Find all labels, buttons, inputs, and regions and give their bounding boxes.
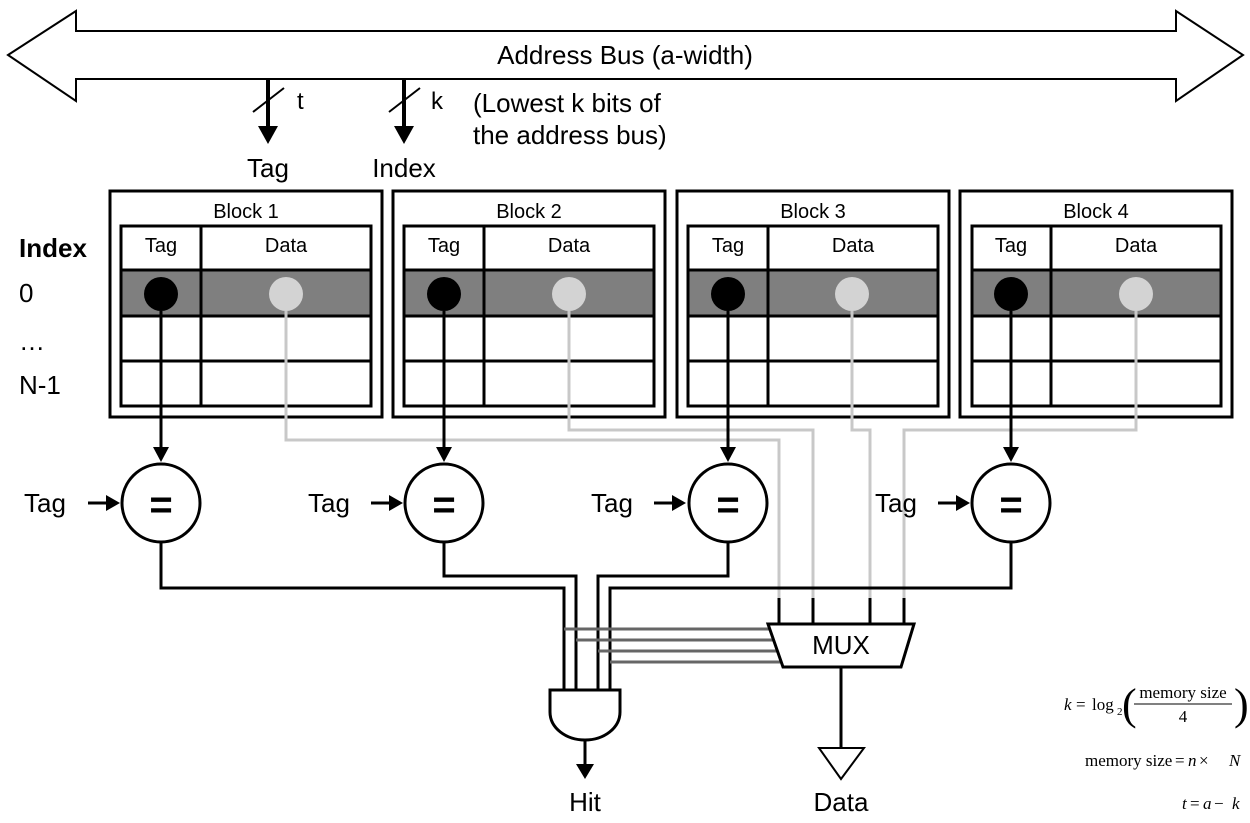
data-dot [1119,277,1153,311]
comparator-symbol: = [999,483,1022,527]
block-3: Block 3 Tag Data [675,189,951,419]
hit-output-label: Hit [569,787,602,817]
address-bus-arrow [6,9,1245,103]
tag-width-label: t [297,88,304,115]
data-column-header: Data [832,235,875,257]
row-label-first: 0 [19,278,33,308]
formula-t-k: k [1232,794,1240,813]
formula-mem-lhs: memory size [1085,751,1172,770]
block-4: Block 4 Tag Data [958,189,1234,419]
index-tap-label: Index [372,153,436,183]
formula-k-eq: = [1076,695,1086,714]
tag-dot [427,277,461,311]
mux-label: MUX [812,630,870,660]
formula-k: k = log 2 ( memory size 4 ) [1064,680,1249,729]
tag-column-header: Tag [995,235,1027,257]
data-column-header: Data [1115,235,1158,257]
comparator-1: Tag = [24,462,202,544]
formula-t-a: a [1203,794,1212,813]
index-note-line1: (Lowest k bits of [473,88,662,118]
data-dot [269,277,303,311]
index-width-label: k [431,88,444,115]
tag-tap [252,80,285,144]
block-1: Block 1 Tag Data [108,189,384,419]
formula-mem-times: × [1199,751,1209,770]
comparator-3: Tag = [591,462,769,544]
tag-dot [994,277,1028,311]
data-dot [552,277,586,311]
formula-memory: memory size = n × N [1085,751,1242,770]
tag-dot [711,277,745,311]
tag-line-arrowheads [153,447,1019,462]
formula-k-log-base: 2 [1117,706,1123,718]
block-title: Block 4 [1063,201,1129,223]
mux-select-lines [564,627,785,664]
index-header: Index [19,233,87,263]
data-dot [835,277,869,311]
index-tap [388,80,421,144]
formula-t-minus: − [1214,794,1224,813]
comparator-input-label: Tag [591,488,633,518]
comparator-input-label: Tag [24,488,66,518]
formula-k-close-paren: ) [1234,680,1249,729]
tag-column-header: Tag [428,235,460,257]
comparator-input-label: Tag [308,488,350,518]
tag-column-header: Tag [712,235,744,257]
formula-k-numerator: memory size [1139,683,1226,702]
formula-k-open-paren: ( [1122,680,1137,729]
comparator-2: Tag = [308,462,485,544]
hit-lines [159,542,1013,693]
formula-t: t = a − k [1182,794,1240,813]
comparator-4: Tag = [875,462,1052,544]
row-label-last: N-1 [19,370,61,400]
block-2: Block 2 Tag Data [391,189,667,419]
block-title: Block 2 [496,201,562,223]
comparator-input-label: Tag [875,488,917,518]
tag-column-header: Tag [145,235,177,257]
formula-mem-n: n [1188,751,1197,770]
data-column-header: Data [265,235,308,257]
index-note-line2: the address bus) [473,120,667,150]
tag-dot [144,277,178,311]
block-title: Block 1 [213,201,279,223]
formula-mem-eq: = [1175,751,1185,770]
comparator-symbol: = [432,483,455,527]
formula-k-denominator: 4 [1179,707,1188,726]
data-column-header: Data [548,235,591,257]
comparator-symbol: = [149,483,172,527]
address-bus-label: Address Bus (a-width) [497,40,753,70]
formula-k-log: log [1092,695,1114,714]
mux-input-stubs [777,598,906,624]
block-title: Block 3 [780,201,846,223]
data-output-label: Data [814,787,869,817]
data-output-triangle [817,747,866,781]
formula-t-lhs: t [1182,794,1188,813]
comparator-symbol: = [716,483,739,527]
tag-tap-label: Tag [247,153,289,183]
row-label-ellipsis: … [19,326,45,356]
tag-lines [159,311,1013,450]
mux-body [765,622,917,669]
formula-k-lhs: k [1064,695,1072,714]
hit-output-arrowhead [576,764,594,779]
data-lines [284,311,1138,600]
formula-mem-N: N [1228,751,1242,770]
and-gate [548,688,622,742]
formula-t-eq: = [1190,794,1200,813]
